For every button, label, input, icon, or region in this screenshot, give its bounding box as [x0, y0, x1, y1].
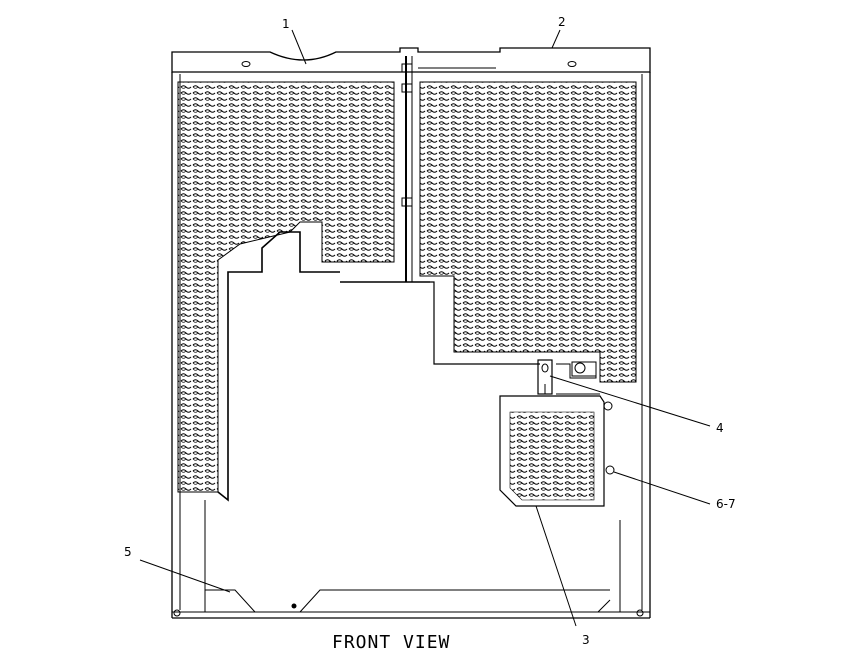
callout-4: 4: [716, 421, 724, 435]
bottom-rail: [172, 500, 650, 619]
access-panel-3: [499, 395, 605, 507]
callout-1: 1: [282, 17, 290, 31]
fitting-icon: [574, 362, 586, 374]
left-mesh-grille: [177, 81, 395, 493]
corner-bolt-right-icon: [636, 609, 644, 617]
grommet-lower-icon: [605, 465, 615, 475]
callout-2: 2: [558, 15, 566, 29]
rail-screw-icon: [291, 603, 297, 609]
grommet-upper-icon: [603, 401, 613, 411]
callout-3: 3: [582, 633, 590, 647]
leader-lines: [139, 29, 711, 627]
right-mesh-grille: [419, 81, 637, 383]
callout-6-7: 6-7: [716, 497, 736, 511]
view-caption: FRONT VIEW: [332, 632, 450, 653]
corner-bolt-left-icon: [173, 609, 181, 617]
center-divider: [401, 56, 413, 282]
left-cutout-edges: [217, 231, 430, 502]
callout-5: 5: [124, 545, 132, 559]
